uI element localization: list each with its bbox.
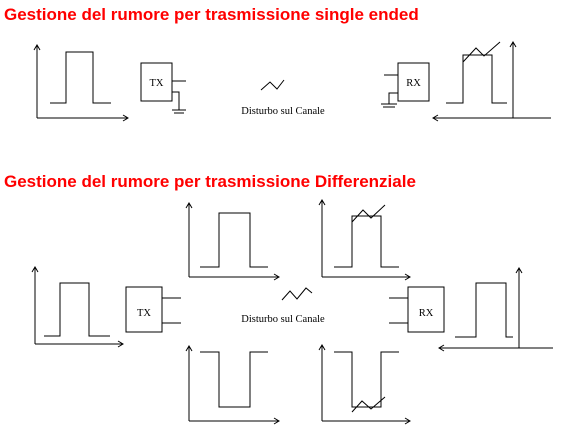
diff-rx-plus-plot xyxy=(318,199,411,281)
se-rx-x-arrow xyxy=(432,114,439,122)
se-rx-y-arrow xyxy=(509,41,517,48)
differential-diagram: TX Disturbo sul Canale xyxy=(31,199,553,425)
se-tx-pulse xyxy=(50,51,111,104)
diff-noise: Disturbo sul Canale xyxy=(241,287,325,325)
diff-tx-plus-plot xyxy=(185,202,280,281)
single-ended-diagram: TX Disturbo sul Canale RX xyxy=(33,41,551,122)
diff-rx-minus-x-arrow xyxy=(404,417,411,425)
diff-rx-block: RX xyxy=(389,286,445,333)
diff-tx-signal-plot xyxy=(31,266,124,348)
diff-rx-label: RX xyxy=(419,308,434,319)
single-ended-title: Gestione del rumore per trasmissione sin… xyxy=(4,5,419,24)
diff-rx-minus-y-arrow xyxy=(318,344,326,351)
diff-tx-block: TX xyxy=(125,286,181,333)
se-rx-signal-plot xyxy=(432,41,551,122)
se-rx-ground-wire xyxy=(388,92,398,104)
se-tx-signal-plot xyxy=(33,44,129,122)
diff-noise-label: Disturbo sul Canale xyxy=(241,314,325,325)
se-rx-pulse xyxy=(446,54,507,104)
diff-rx-plus-pulse xyxy=(334,215,399,268)
diff-tx-x-arrow xyxy=(117,340,124,348)
se-tx-label: TX xyxy=(150,78,164,89)
diff-rx-box xyxy=(407,286,445,333)
diff-tx-box xyxy=(125,286,163,333)
se-tx-ground-wire xyxy=(172,91,180,110)
se-rx-block: RX xyxy=(381,62,430,108)
diff-rx-minus-plot xyxy=(318,344,411,425)
diff-noise-zigzag xyxy=(281,287,313,301)
se-noise: Disturbo sul Canale xyxy=(241,79,325,117)
diff-rx-x-arrow xyxy=(438,344,445,352)
se-rx-noise-zigzag xyxy=(462,41,501,63)
differential-title: Gestione del rumore per trasmissione Dif… xyxy=(4,172,416,191)
diff-rx-minus-pulse xyxy=(334,351,399,408)
se-rx-box xyxy=(397,62,430,102)
se-rx-label: RX xyxy=(406,78,421,89)
diff-tx-plus-pulse xyxy=(200,212,268,268)
diff-tx-y-arrow xyxy=(31,266,39,273)
diff-rx-y-arrow xyxy=(515,267,523,274)
diff-rx-signal-plot xyxy=(438,267,553,352)
se-tx-y-arrow xyxy=(33,44,41,51)
diff-tx-minus-y-arrow xyxy=(185,345,193,352)
diff-tx-plus-x-arrow xyxy=(273,273,280,281)
se-noise-zigzag xyxy=(260,79,285,91)
diff-tx-plus-y-arrow xyxy=(185,202,193,209)
diff-rx-minus-noise xyxy=(351,396,386,413)
diff-tx-minus-x-arrow xyxy=(273,417,280,425)
diff-rx-plus-x-arrow xyxy=(404,273,411,281)
diff-rx-plus-noise xyxy=(351,204,386,223)
se-noise-label: Disturbo sul Canale xyxy=(241,106,325,117)
diff-tx-minus-plot xyxy=(185,345,280,425)
se-tx-block: TX xyxy=(140,62,186,114)
diff-tx-pulse xyxy=(44,282,110,337)
diff-rx-pulse xyxy=(455,282,513,338)
diff-tx-minus-pulse xyxy=(200,351,268,408)
se-tx-box xyxy=(140,62,173,102)
diff-tx-label: TX xyxy=(137,308,151,319)
diff-rx-plus-y-arrow xyxy=(318,199,326,206)
se-tx-x-arrow xyxy=(122,114,129,122)
